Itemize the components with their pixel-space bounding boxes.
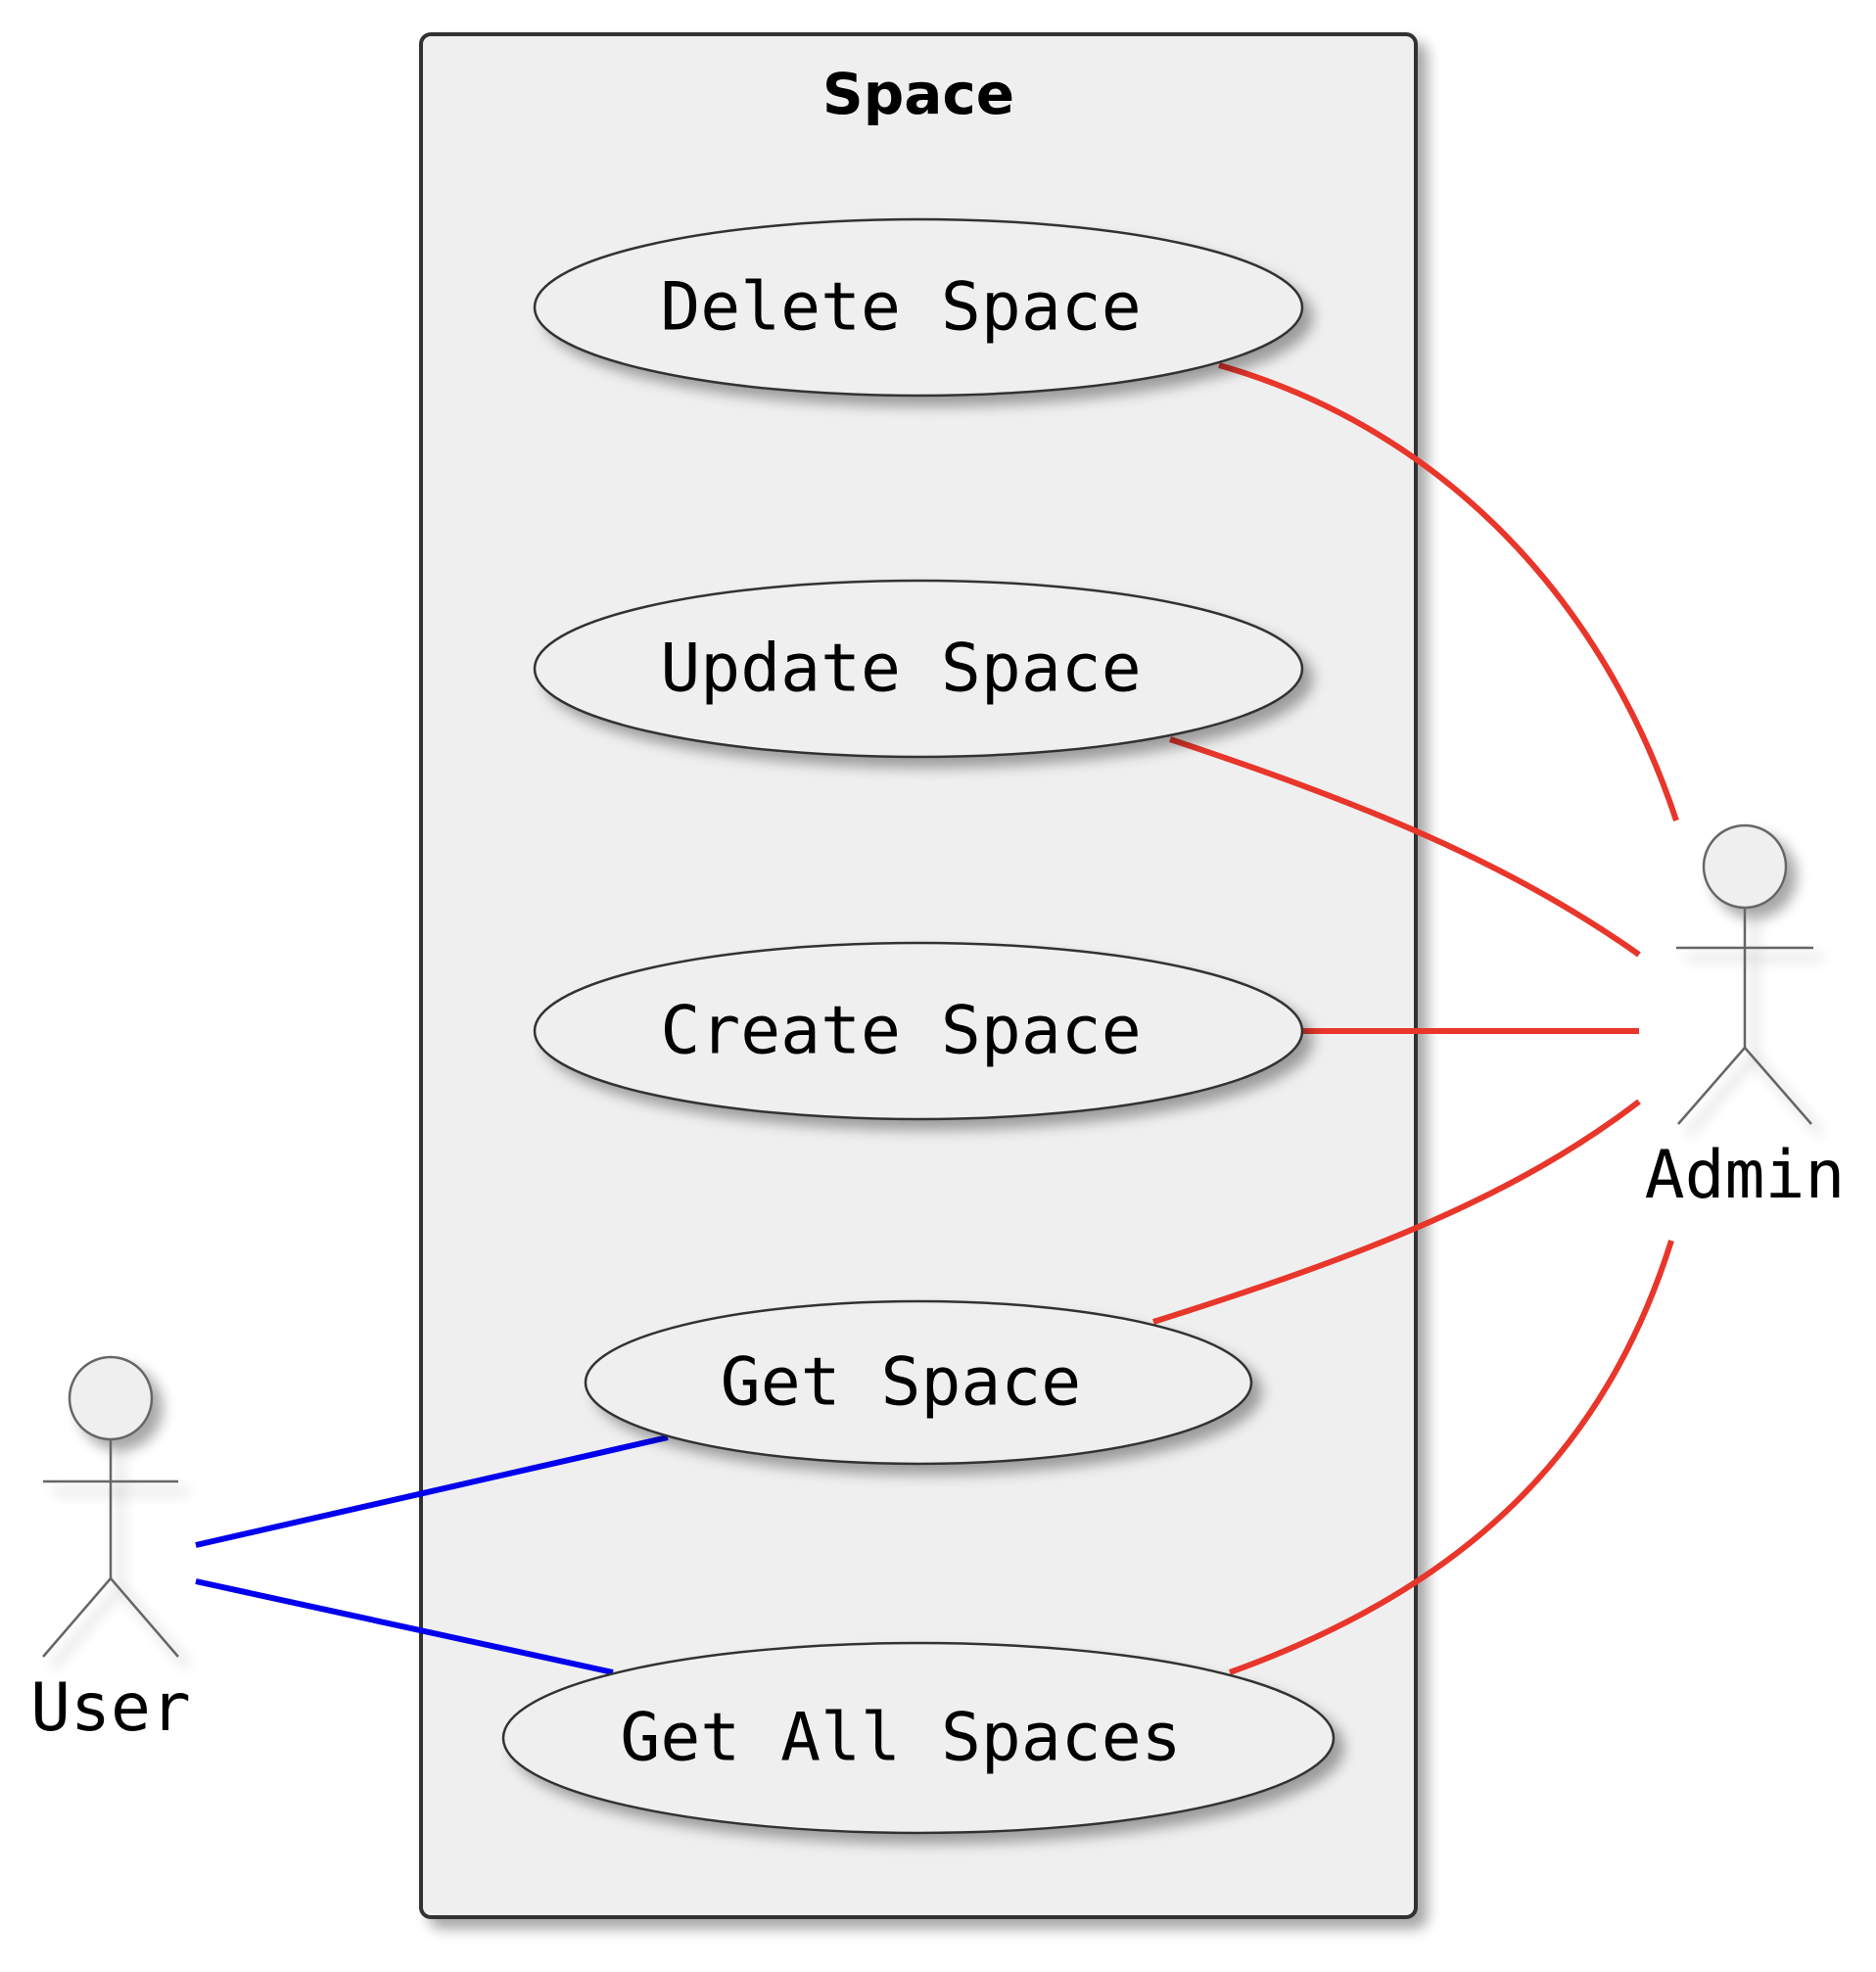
- use-case-update-space[interactable]: Update Space: [533, 579, 1304, 759]
- link-admin-get-space: [1152, 1099, 1641, 1325]
- use-case-label: Create Space: [660, 993, 1141, 1070]
- actor-label: Admin: [1645, 1137, 1846, 1214]
- use-case-label: Delete Space: [660, 269, 1141, 347]
- user-associations: [195, 1434, 669, 1675]
- use-case-ellipse: [533, 579, 1304, 759]
- stick-figure-icon: [1676, 823, 1813, 1125]
- link-admin-get-all-spaces: [1228, 1240, 1674, 1675]
- actor-user[interactable]: User: [30, 1355, 191, 1747]
- link-admin-update-space: [1169, 736, 1641, 958]
- system-boundary-title: Space: [822, 61, 1014, 127]
- use-case-label: Update Space: [660, 631, 1141, 708]
- admin-associations: [1152, 362, 1679, 1675]
- actor-label: User: [30, 1669, 191, 1747]
- link-user-get-space: [195, 1434, 669, 1548]
- actor-admin[interactable]: Admin: [1645, 823, 1846, 1214]
- stick-figure-icon: [42, 1355, 179, 1658]
- use-case-create-space[interactable]: Create Space: [533, 941, 1304, 1121]
- link-admin-delete-space: [1218, 362, 1679, 822]
- use-case-get-space[interactable]: Get Space: [584, 1299, 1253, 1466]
- use-case-ellipse: [584, 1299, 1253, 1466]
- use-case-label: Get Space: [721, 1344, 1081, 1422]
- use-case-ellipse: [501, 1641, 1336, 1835]
- use-case-label: Get All Spaces: [620, 1700, 1181, 1777]
- use-case-ellipse: [533, 941, 1304, 1121]
- use-case-ellipse: [533, 217, 1304, 398]
- link-user-get-all-spaces: [195, 1578, 614, 1675]
- use-case-get-all-spaces[interactable]: Get All Spaces: [501, 1641, 1336, 1835]
- use-case-delete-space[interactable]: Delete Space: [533, 217, 1304, 398]
